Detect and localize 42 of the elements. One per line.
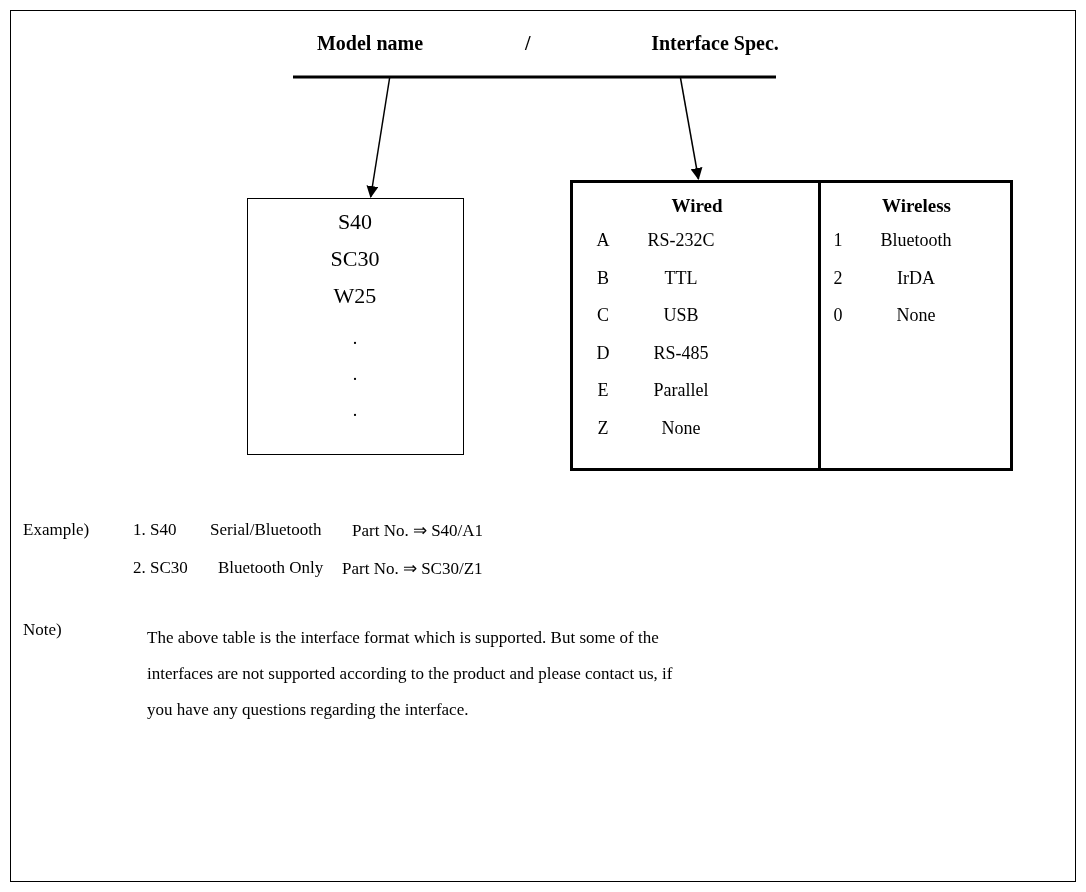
interface-table	[570, 180, 1013, 471]
note-label: Note)	[23, 620, 62, 640]
column-heading: Wireless	[881, 195, 952, 217]
table-cell-text: Parallel	[652, 380, 710, 401]
arrow	[366, 77, 391, 198]
list-item: SC30	[329, 246, 381, 272]
list-item: S40	[336, 209, 374, 235]
table-cell-text: 0	[832, 305, 844, 326]
arrow	[679, 77, 703, 180]
table-cell-text: Z	[596, 417, 610, 439]
header-label: Interface Spec.	[640, 32, 790, 77]
list-item: .	[351, 328, 359, 349]
list-item: W25	[332, 283, 378, 309]
example-model: 2. SC30	[133, 558, 188, 578]
column-heading: Wired	[670, 195, 724, 217]
separator-slash: /	[525, 32, 531, 55]
table-cell-text: RS-232C	[646, 230, 716, 251]
table-cell-text: TTL	[663, 267, 699, 289]
table-cell-text: Bluetooth	[879, 230, 953, 251]
table-cell-text: IrDA	[896, 267, 936, 289]
table-cell-text: None	[895, 305, 937, 326]
list-item: .	[351, 400, 359, 421]
table-cell-text: RS-485	[652, 342, 710, 364]
example-desc: Bluetooth Only	[218, 558, 324, 578]
table-cell-text: 2	[832, 267, 844, 289]
example-model: 1. S40	[133, 520, 177, 540]
list-item: .	[351, 364, 359, 385]
table-cell-text: A	[595, 230, 611, 251]
header-label: Model name	[300, 32, 440, 77]
example-label: Example)	[23, 520, 90, 540]
example-desc: Serial/Bluetooth	[210, 520, 322, 540]
table-cell-text: C	[596, 305, 610, 326]
table-cell-text: E	[596, 380, 610, 401]
table-cell-text: None	[660, 417, 702, 439]
part-number: Part No. ⇒ S40/A1	[352, 520, 484, 541]
table-cell-text: B	[596, 267, 610, 289]
note-text: The above table is the interface format which is supported. But some of the interfaces are not supported according to the product and please contact us, if you have any questions regarding the interface.	[147, 627, 674, 721]
table-cell-text: 1	[832, 230, 844, 251]
table-cell-text: D	[595, 342, 611, 364]
table-cell-text: USB	[662, 305, 700, 326]
part-number: Part No. ⇒ SC30/Z1	[342, 558, 483, 579]
model-list-box	[247, 198, 464, 455]
